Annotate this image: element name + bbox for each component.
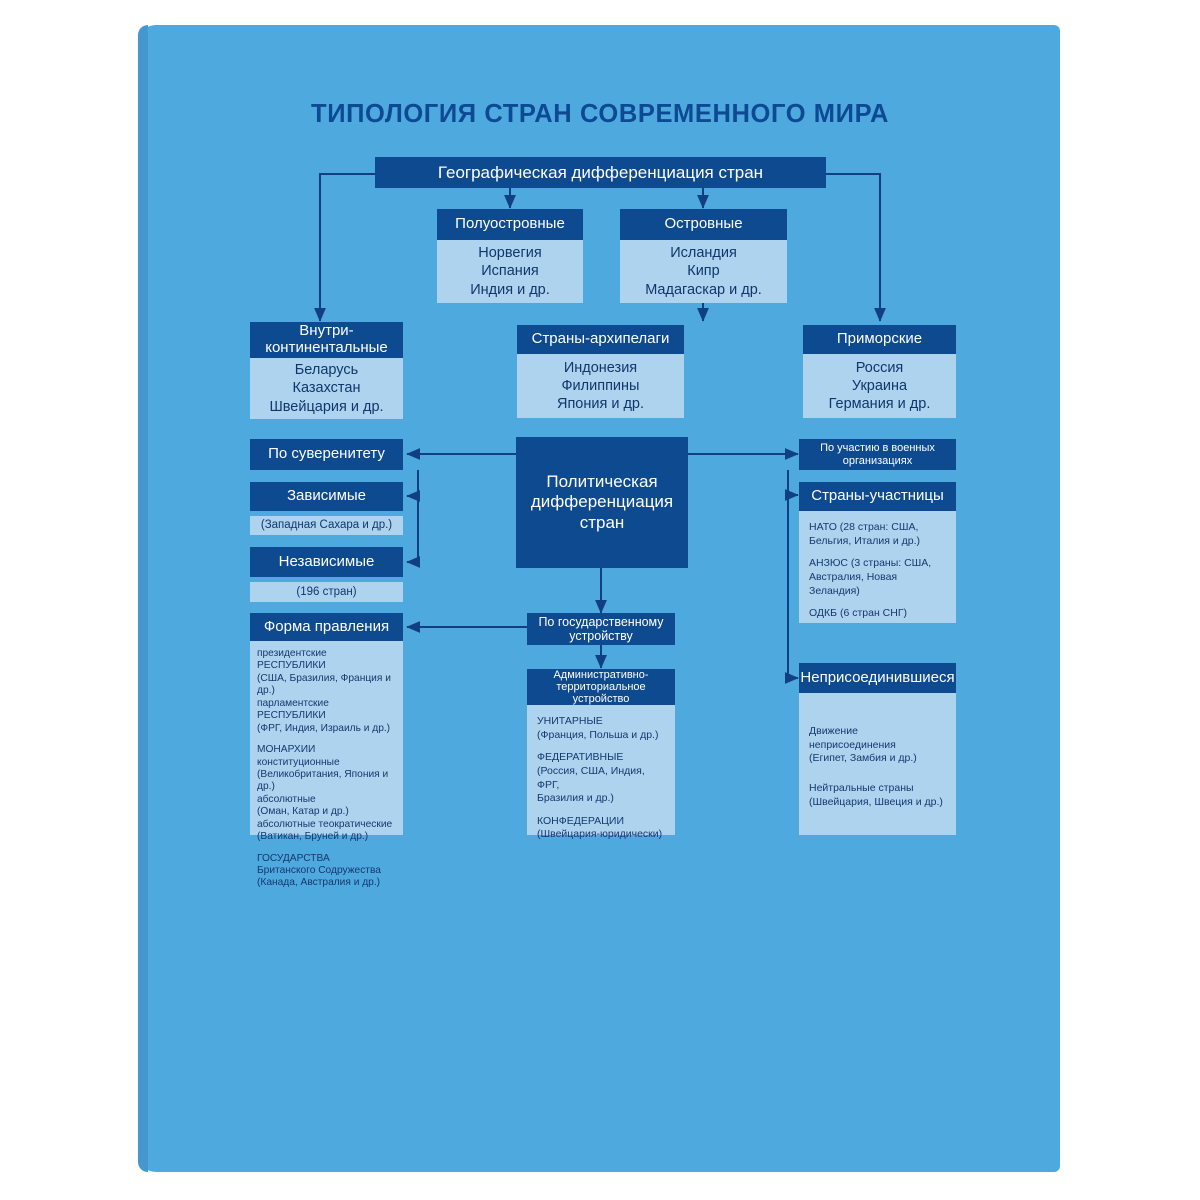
peninsular-header: Полуостровные (437, 209, 583, 240)
dependent-note: (Западная Сахара и др.) (250, 516, 403, 535)
nonaligned-group-neutral: Нейтральные страны (Швейцария, Швеция и … (809, 781, 943, 808)
gov-group-commonwealth: ГОСУДАРСТВА Британского Содружества (Кан… (257, 852, 381, 889)
state-structure-header: По государственному устройству (527, 613, 675, 645)
military-header: По участию в военных организациях (799, 439, 956, 470)
coastal-items: Россия Украина Германия и др. (803, 354, 956, 418)
participants-body: НАТО (28 стран: США, Бельгия, Италия и д… (799, 511, 956, 623)
nonaligned-body: Движение неприсоединения (Египет, Замбия… (799, 693, 956, 835)
peninsular-items: Норвегия Испания Индия и др. (437, 240, 583, 303)
government-form-body: президентские РЕСПУБЛИКИ (США, Бразилия,… (250, 641, 403, 888)
admin-group-confederation: КОНФЕДЕРАЦИИ (Швейцария-юридически) (537, 814, 663, 841)
nonaligned-header: Неприсоединившиеся (799, 663, 956, 693)
independent-header: Независимые (250, 547, 403, 577)
independent-note: (196 стран) (250, 582, 403, 602)
political-root-box: Политическая дифференциация стран (516, 437, 688, 568)
geographic-root-box: Географическая дифференциация стран (375, 157, 826, 188)
admin-structure-body: УНИТАРНЫЕ (Франция, Польша и др.) ФЕДЕРА… (527, 705, 675, 840)
landlocked-header: Внутри- континентальные (250, 322, 403, 358)
participants-header: Страны-участницы (799, 482, 956, 511)
sovereignty-header: По суверенитету (250, 439, 403, 470)
dependent-header: Зависимые (250, 482, 403, 511)
admin-structure-header: Административно- территориальное устройс… (527, 669, 675, 705)
page-title: ТИПОЛОГИЯ СТРАН СОВРЕМЕННОГО МИРА (311, 100, 889, 128)
participants-group-anzus: АНЗЮС (3 страны: США, Австралия, Новая З… (809, 557, 932, 597)
island-items: Исландия Кипр Мадагаскар и др. (620, 240, 787, 303)
government-form-header: Форма правления (250, 613, 403, 641)
admin-group-federal: ФЕДЕРАТИВНЫЕ (Россия, США, Индия, ФРГ, Б… (537, 751, 645, 805)
landlocked-items: Беларусь Казахстан Швейцария и др. (250, 358, 403, 419)
archipelago-items: Индонезия Филиппины Япония и др. (517, 354, 684, 418)
nonaligned-group-movement: Движение неприсоединения (Египет, Замбия… (809, 725, 917, 765)
gov-group-monarchies: МОНАРХИИ конституционные (Великобритания… (257, 744, 393, 843)
archipelago-header: Страны-архипелаги (517, 325, 684, 354)
participants-group-nato: НАТО (28 стран: США, Бельгия, Италия и д… (809, 521, 921, 547)
card-spine (138, 25, 148, 1172)
coastal-header: Приморские (803, 325, 956, 354)
admin-group-unitary: УНИТАРНЫЕ (Франция, Польша и др.) (537, 715, 659, 741)
participants-group-csto: ОДКБ (6 стран СНГ) (809, 607, 908, 620)
island-header: Островные (620, 209, 787, 240)
gov-group-republics: президентские РЕСПУБЛИКИ (США, Бразилия,… (257, 648, 391, 734)
